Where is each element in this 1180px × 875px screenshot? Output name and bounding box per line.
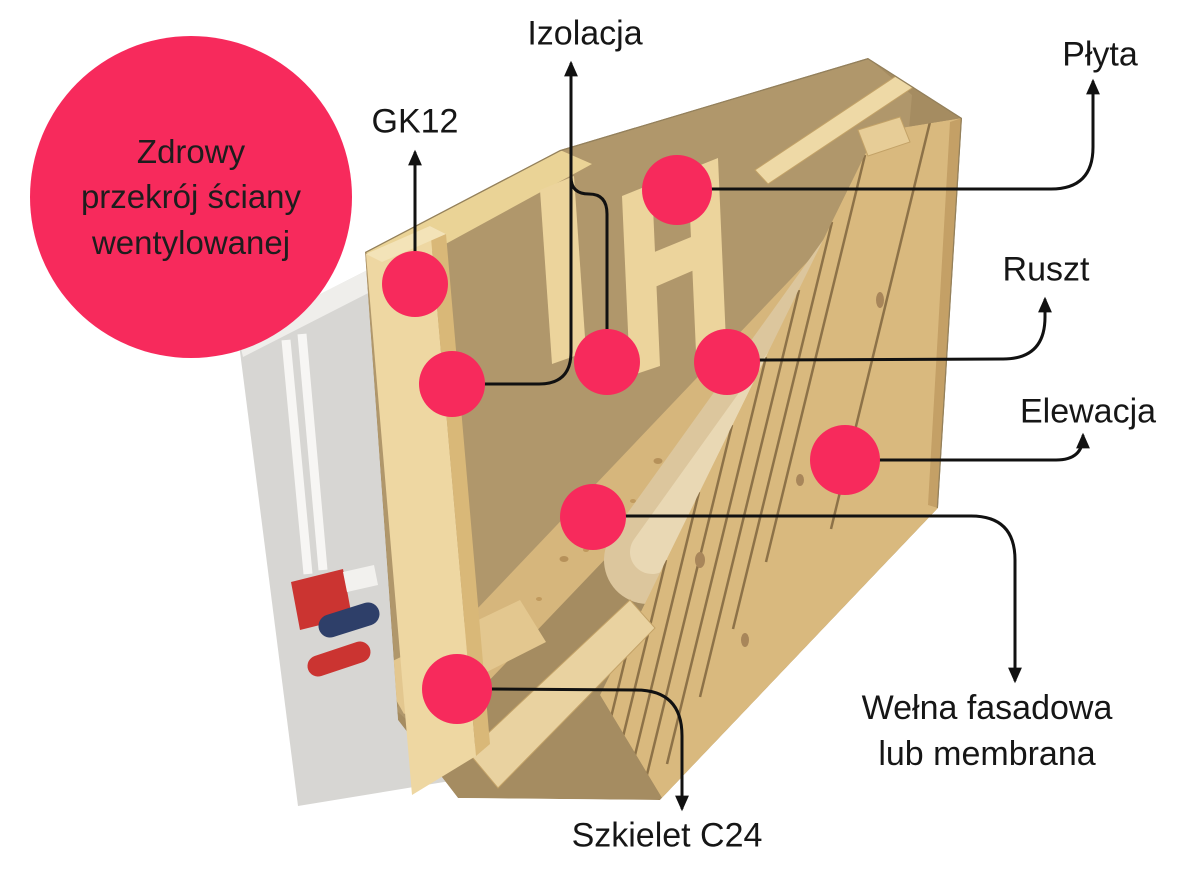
- leader-welna: [622, 514, 1022, 684]
- marker-izolacja-dot-left: [419, 351, 485, 417]
- marker-plyta-dot: [642, 155, 712, 225]
- label-plyta: Płyta: [1062, 35, 1138, 74]
- facade-planks: [600, 118, 962, 798]
- marker-szkielet-dot: [422, 654, 492, 724]
- marker-dots: [382, 155, 880, 724]
- marker-welna-dot: [560, 484, 626, 550]
- title-badge-line1: Zdrowy: [136, 132, 246, 170]
- label-gk12: GK12: [371, 102, 459, 141]
- leader-lines: [408, 60, 1100, 812]
- leader-elewacja: [876, 432, 1090, 462]
- leader-izolacja-branch: [569, 175, 609, 333]
- label-ruszt: Ruszt: [1002, 250, 1090, 289]
- pipes-and-conduits: [281, 333, 380, 677]
- marker-izolacja-dot-right: [574, 329, 640, 395]
- leader-ruszt: [756, 296, 1052, 362]
- title-badge: Zdrowy przekrój ściany wentylowanej: [30, 36, 352, 358]
- label-welna-line1: Wełna fasadowa: [861, 689, 1113, 728]
- label-izolacja: Izolacja: [527, 14, 643, 53]
- label-elewacja: Elewacja: [1019, 392, 1157, 431]
- leader-plyta: [708, 78, 1100, 191]
- label-welna: Wełna fasadowa lub membrana: [862, 686, 1113, 778]
- wall-illustration: [238, 58, 962, 806]
- label-szkielet: Szkielet C24: [571, 816, 763, 855]
- title-badge-line2: przekrój ściany: [80, 178, 302, 216]
- label-welna-line2: lub membrana: [878, 735, 1096, 773]
- leader-szkielet: [488, 687, 689, 812]
- marker-gk12-dot: [382, 251, 448, 317]
- title-badge-line3: wentylowanej: [91, 223, 291, 261]
- marker-ruszt-dot: [694, 329, 760, 395]
- leader-izolacja: [481, 60, 578, 386]
- marker-elewacja-dot: [810, 425, 880, 495]
